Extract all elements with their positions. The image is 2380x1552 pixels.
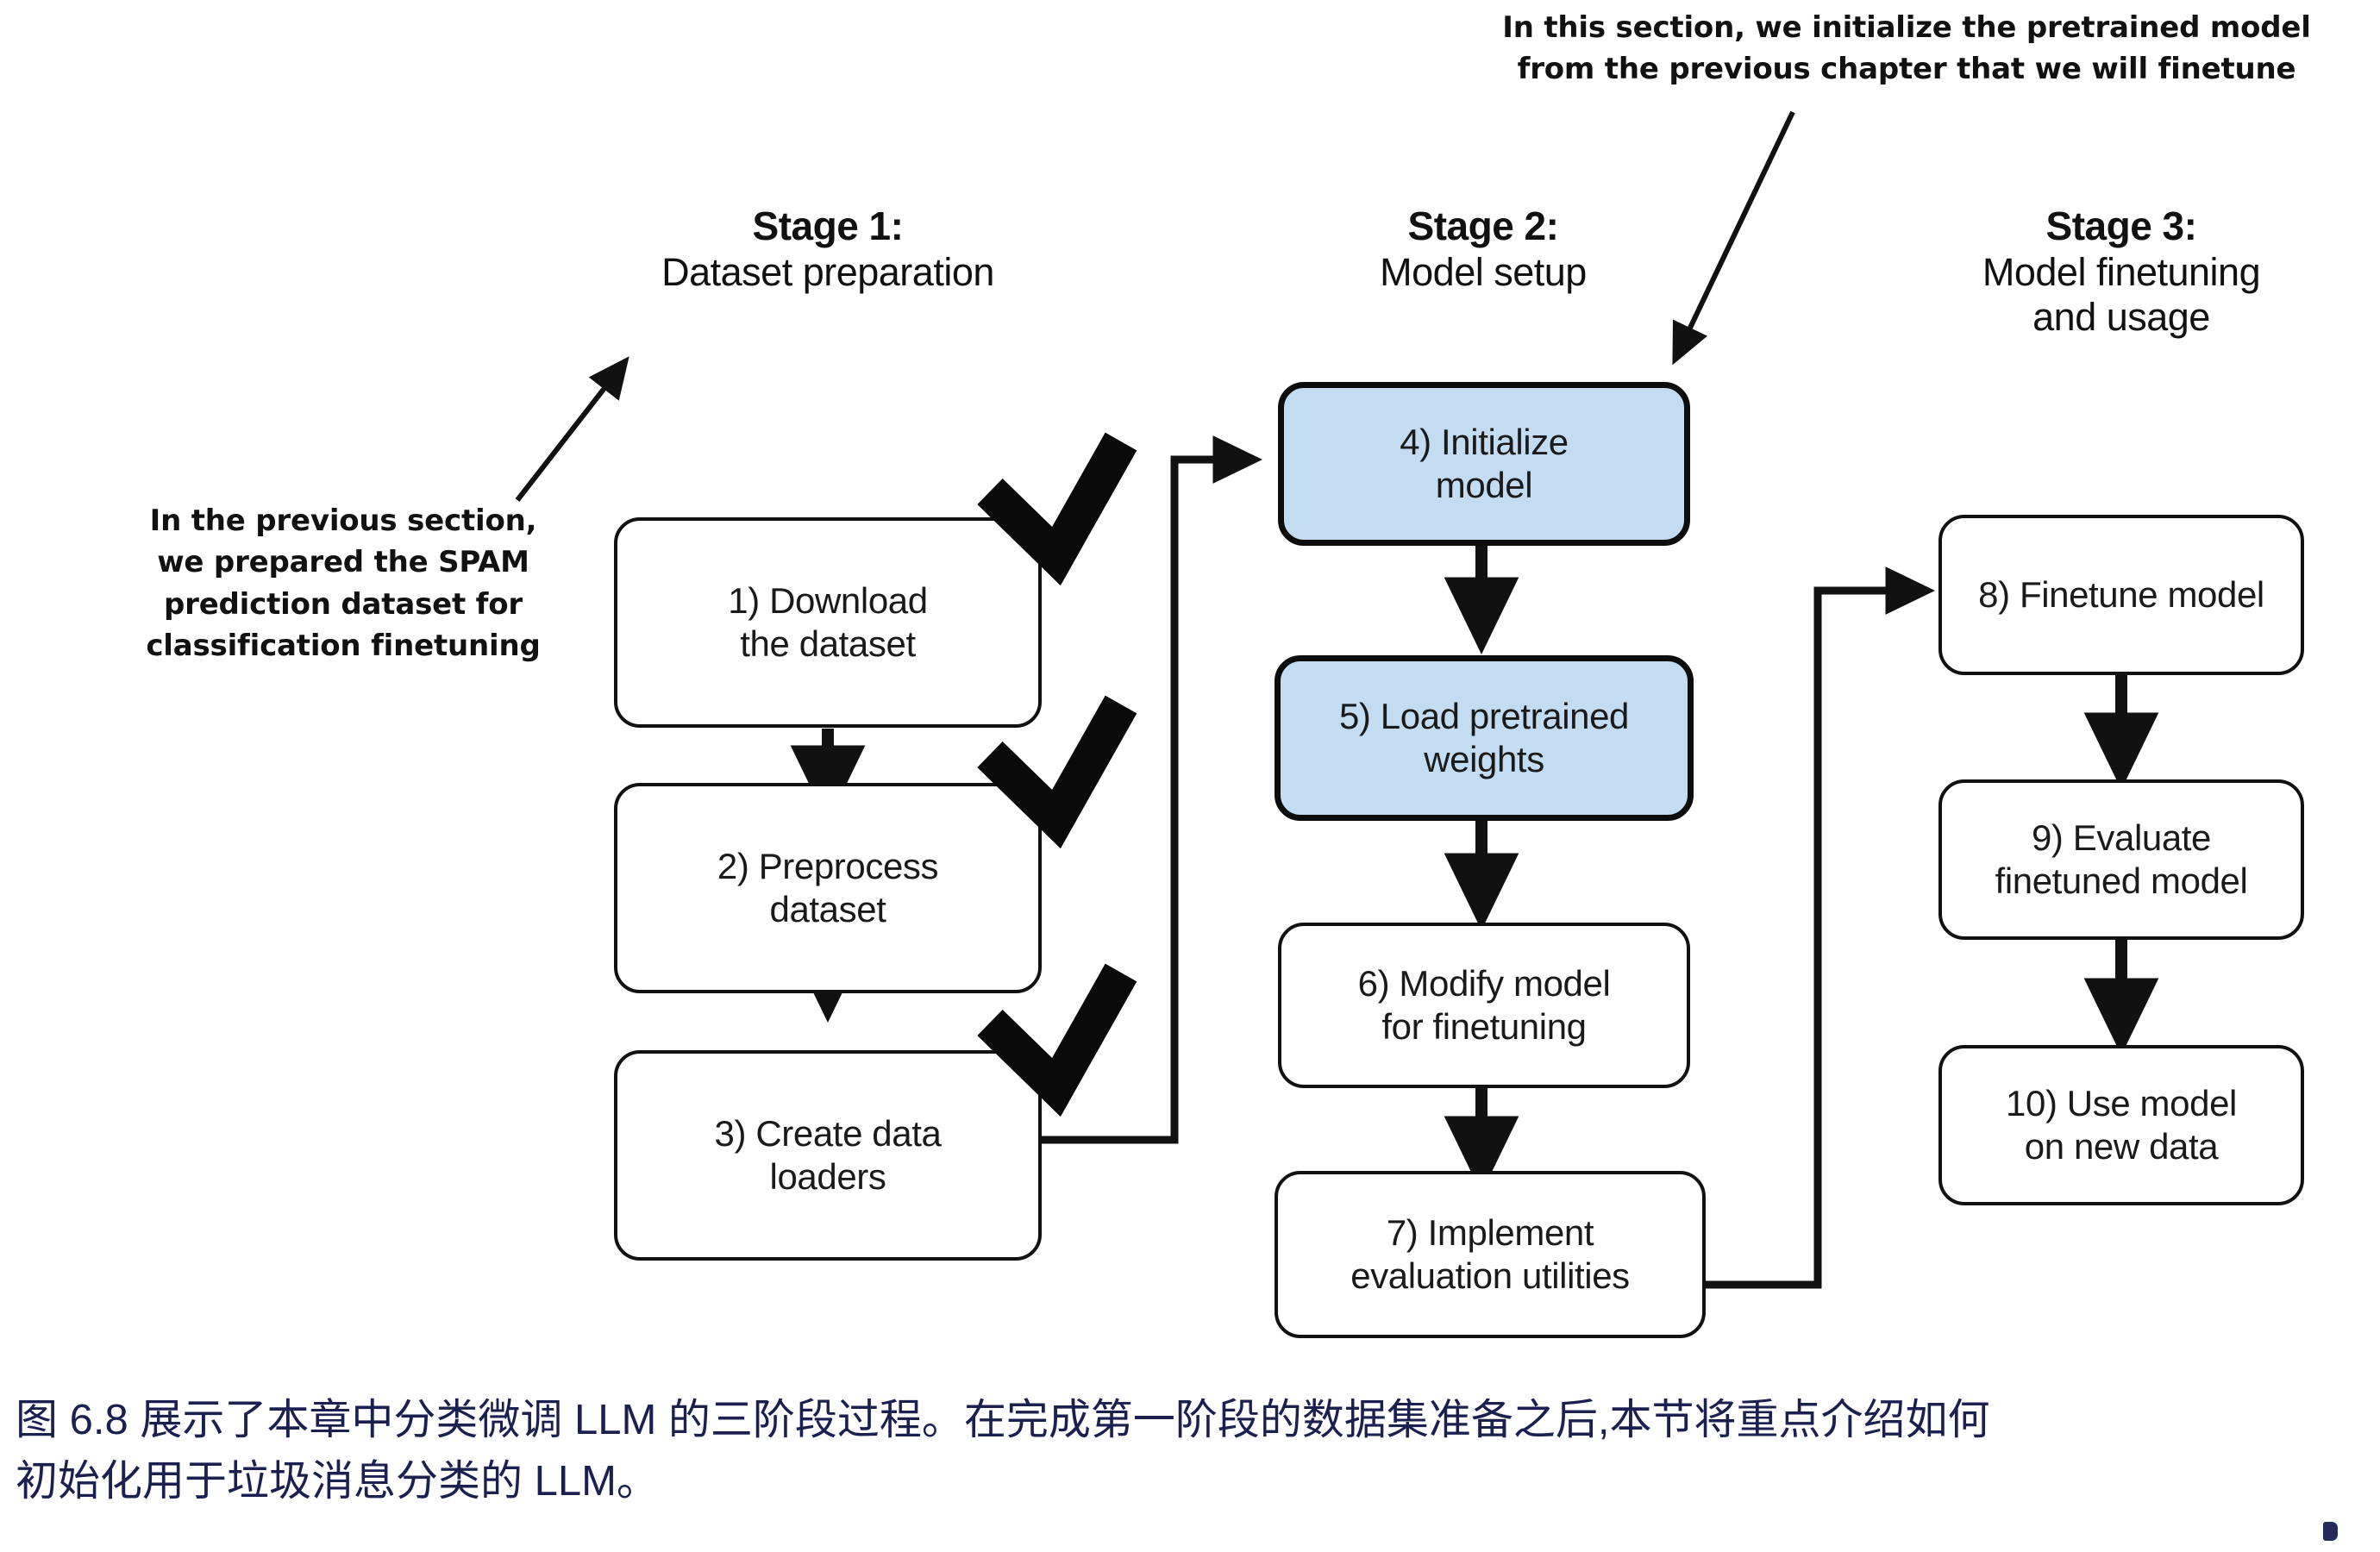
annotation-left: In the previous section, we prepared the… <box>146 504 541 663</box>
stage-2-subtitle: Model setup <box>1380 250 1587 295</box>
step-box-9-evaluate-finetuned-model[interactable]: 9) Evaluate finetuned model <box>1938 779 2304 940</box>
step-box-3-create-data-loaders[interactable]: 3) Create data loaders <box>614 1050 1042 1261</box>
stage-header-2: Stage 2: Model setup <box>1259 203 1707 295</box>
step-box-2-preprocess-dataset[interactable]: 2) Preprocess dataset <box>614 783 1042 993</box>
stage-header-3: Stage 3: Model finetuning and usage <box>1897 203 2346 341</box>
stage-header-1: Stage 1: Dataset preparation <box>604 203 1052 295</box>
caption-line-1: 图 6.8 展示了本章中分类微调 LLM 的三阶段过程。在完成第一阶段的数据集准… <box>16 1397 1990 1443</box>
stage-2-title: Stage 2: <box>1407 203 1559 248</box>
stage-3-title: Stage 3: <box>2045 203 2197 248</box>
stage-1-title: Stage 1: <box>752 203 904 248</box>
annotation-top-right: In this section, we initialize the pretr… <box>1502 10 2311 87</box>
step-box-6-modify-model[interactable]: 6) Modify model for finetuning <box>1278 923 1690 1088</box>
step-box-8-finetune-model[interactable]: 8) Finetune model <box>1938 515 2304 675</box>
stage-3-subtitle: Model finetuning and usage <box>1982 250 2261 340</box>
annotation-arrow-left <box>515 356 629 502</box>
step-box-5-load-pretrained-weights[interactable]: 5) Load pretrained weights <box>1275 655 1694 821</box>
arrow-7-to-8 <box>1706 566 1935 1289</box>
text-cursor-mark <box>2323 1522 2338 1541</box>
step-box-7-implement-eval-utilities[interactable]: 7) Implement evaluation utilities <box>1275 1171 1706 1338</box>
step-box-1-download-dataset[interactable]: 1) Download the dataset <box>614 517 1042 728</box>
figure-caption: 图 6.8 展示了本章中分类微调 LLM 的三阶段过程。在完成第一阶段的数据集准… <box>16 1390 2344 1511</box>
caption-line-2: 初始化用于垃圾消息分类的 LLM。 <box>16 1457 659 1505</box>
step-box-4-initialize-model[interactable]: 4) Initialize model <box>1278 382 1690 546</box>
step-box-10-use-model-on-new-data[interactable]: 10) Use model on new data <box>1938 1045 2304 1205</box>
stage-1-subtitle: Dataset preparation <box>661 250 994 295</box>
arrow-3-to-4 <box>1041 435 1262 1144</box>
